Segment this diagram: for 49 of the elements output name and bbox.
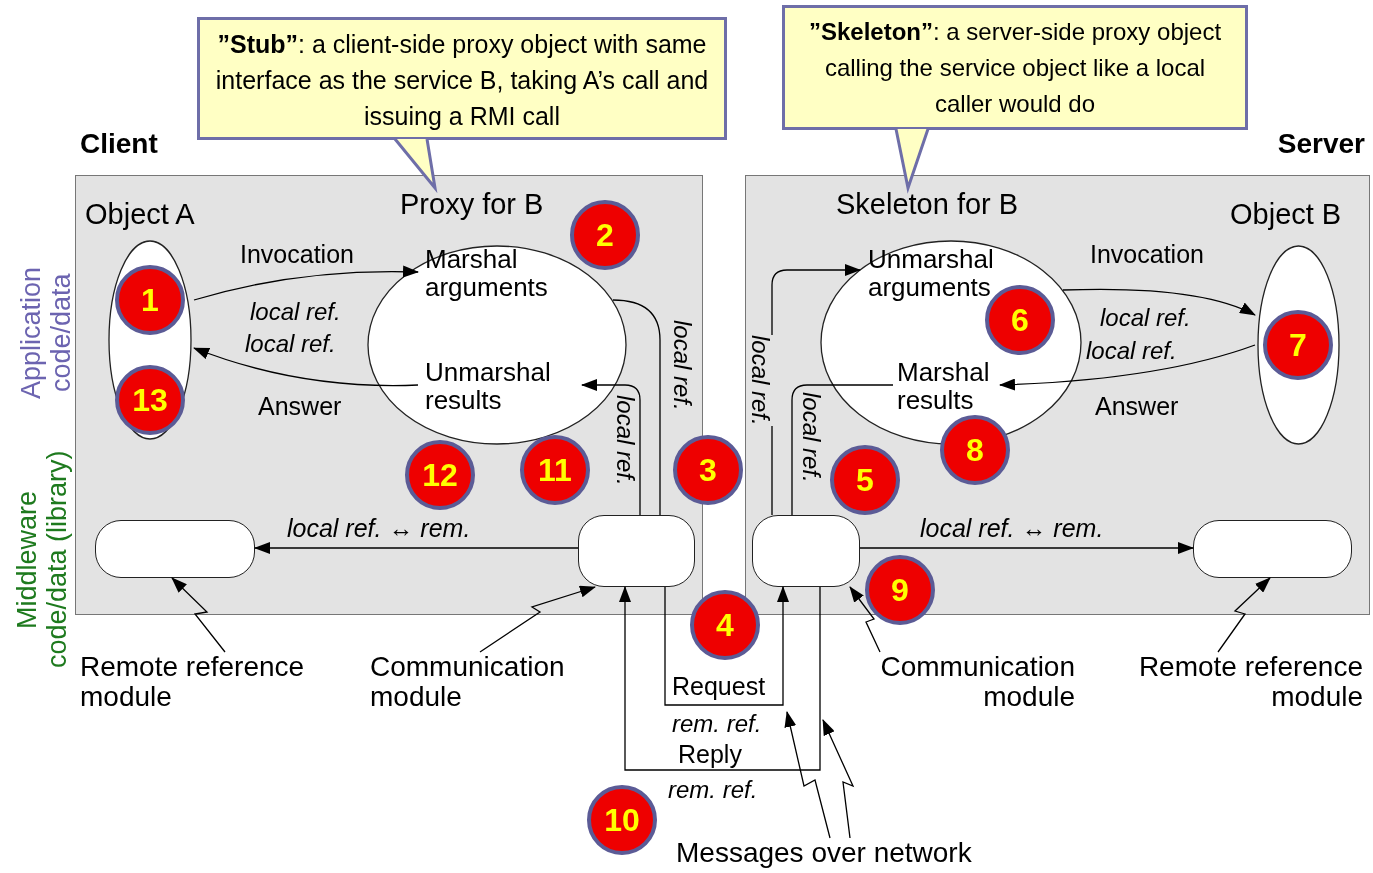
step-text: Unmarshal results	[425, 358, 552, 414]
object-heading: Proxy for B	[400, 188, 544, 220]
module-caption: Remote reference module	[80, 652, 306, 712]
arrow	[581, 379, 641, 516]
module-caption: Communication module	[879, 652, 1075, 712]
object-heading: Skeleton for B	[836, 188, 1019, 220]
arrow	[193, 265, 419, 301]
arrow	[771, 264, 861, 516]
side-label: Application code/data	[16, 265, 77, 401]
line-annotation: local ref.	[245, 330, 336, 358]
module-caption: Remote reference module	[1137, 652, 1363, 712]
arrow	[1062, 288, 1256, 316]
line-annotation: local ref.	[1100, 304, 1191, 332]
leader-line	[822, 719, 855, 839]
line-annotation: rem. ref.	[672, 710, 762, 738]
line-annotation: local ref.	[250, 298, 341, 326]
leader-line	[1217, 577, 1271, 653]
step-text: Marshal results	[897, 358, 991, 414]
panel-heading: Client	[80, 130, 158, 158]
leader-line	[171, 577, 226, 653]
module-caption: Communication module	[370, 652, 566, 712]
line-annotation: rem. ref.	[668, 776, 758, 804]
leader-line	[784, 711, 831, 839]
module-box	[1193, 520, 1352, 578]
step-number: 3	[673, 435, 743, 505]
panel-heading: Server	[1277, 130, 1365, 158]
callout-box: ”Stub”: a client-side proxy object with same interface as the service B, taking A’s call and issuing a RMI call	[197, 17, 727, 140]
module-caption: Messages over network	[676, 838, 972, 868]
line-annotation: local ref.	[1086, 337, 1177, 365]
callout-box: ”Skeleton”: a server-side proxy object calling the service object like a local caller would do	[782, 5, 1248, 130]
arrow	[859, 542, 1194, 554]
step-number: 4	[690, 590, 760, 660]
callout-pointer	[393, 137, 438, 194]
arrow	[619, 586, 821, 771]
module-box	[752, 515, 860, 587]
arrow	[999, 344, 1256, 391]
leader-line	[849, 586, 881, 653]
module-box	[95, 520, 255, 578]
side-label: Middleware code/data (library)	[12, 449, 73, 671]
step-text: Marshal arguments	[425, 245, 549, 301]
arrow	[193, 347, 419, 387]
object-heading: Object A	[85, 198, 195, 230]
step-number: 10	[587, 785, 657, 855]
object-heading: Object B	[1230, 198, 1342, 230]
leader-line	[479, 585, 596, 653]
arrow	[664, 586, 789, 706]
module-box	[578, 515, 695, 587]
callout-pointer	[894, 127, 930, 194]
arrow	[254, 542, 579, 554]
